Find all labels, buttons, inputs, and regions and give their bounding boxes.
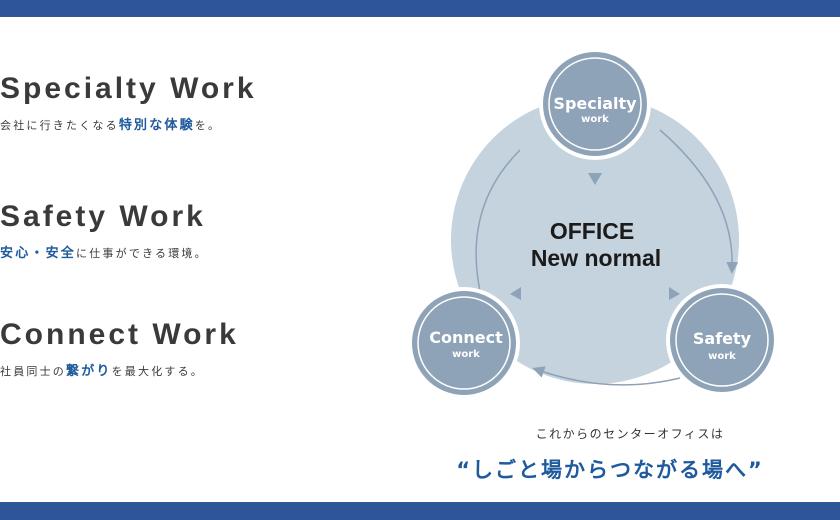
center-title-office: OFFICE <box>550 218 634 244</box>
pointer-triangle-top-icon <box>588 173 602 185</box>
desc-text: 社員同士の <box>0 365 66 378</box>
desc-highlight: 特別な体験 <box>118 118 195 133</box>
office-cycle-diagram: OFFICE New normal Specialty work Safety … <box>408 48 778 399</box>
safety-work-block: Safety Work 安心・安全に仕事ができる環境。 <box>0 200 208 261</box>
center-circle <box>451 96 739 384</box>
connect-work-title: Connect Work <box>0 318 239 351</box>
desc-highlight: 繋がり <box>66 364 112 379</box>
safety-node-title: Safety <box>693 329 752 348</box>
specialty-node-sub: work <box>581 114 609 125</box>
pointer-triangle-left-icon <box>510 287 521 300</box>
desc-highlight: 安心・安全 <box>0 246 77 261</box>
cycle-arrow-right <box>659 129 739 274</box>
connect-node-inner-ring <box>417 296 511 390</box>
connect-work-block: Connect Work 社員同士の繋がりを最大化する。 <box>0 318 239 379</box>
specialty-node-inner-ring <box>548 57 642 151</box>
specialty-work-title: Specialty Work <box>0 72 257 105</box>
specialty-node <box>543 52 647 156</box>
connect-work-desc: 社員同士の繋がりを最大化する。 <box>0 360 239 379</box>
safety-node <box>670 288 774 392</box>
safety-work-desc: 安心・安全に仕事ができる環境。 <box>0 242 208 261</box>
top-banner-bar <box>0 0 840 17</box>
bottom-banner-bar <box>0 502 840 520</box>
desc-text: に仕事ができる環境。 <box>76 247 208 260</box>
center-title-new-normal: New normal <box>531 245 661 271</box>
connect-node-sub: work <box>452 349 480 360</box>
safety-node-sub: work <box>708 351 736 362</box>
specialty-node-title: Specialty <box>553 94 637 113</box>
specialty-work-desc: 会社に行きたくなる特別な体験を。 <box>0 114 257 133</box>
safety-work-title: Safety Work <box>0 200 206 233</box>
desc-text: を。 <box>194 119 222 132</box>
desc-text: を最大化する。 <box>111 365 205 378</box>
cycle-arrow-left <box>474 149 521 306</box>
safety-node-inner-ring <box>675 293 769 387</box>
connect-node <box>412 291 516 395</box>
slogan: “しごと場からつながる場へ” <box>456 458 764 482</box>
pointer-triangle-right-icon <box>669 287 680 300</box>
cycle-arrow-bottom <box>532 366 681 386</box>
connect-node-title: Connect <box>429 328 503 347</box>
desc-text: 会社に行きたくなる <box>0 119 119 132</box>
diagram-caption: これからのセンターオフィスは <box>535 427 725 441</box>
specialty-work-block: Specialty Work 会社に行きたくなる特別な体験を。 <box>0 72 257 133</box>
